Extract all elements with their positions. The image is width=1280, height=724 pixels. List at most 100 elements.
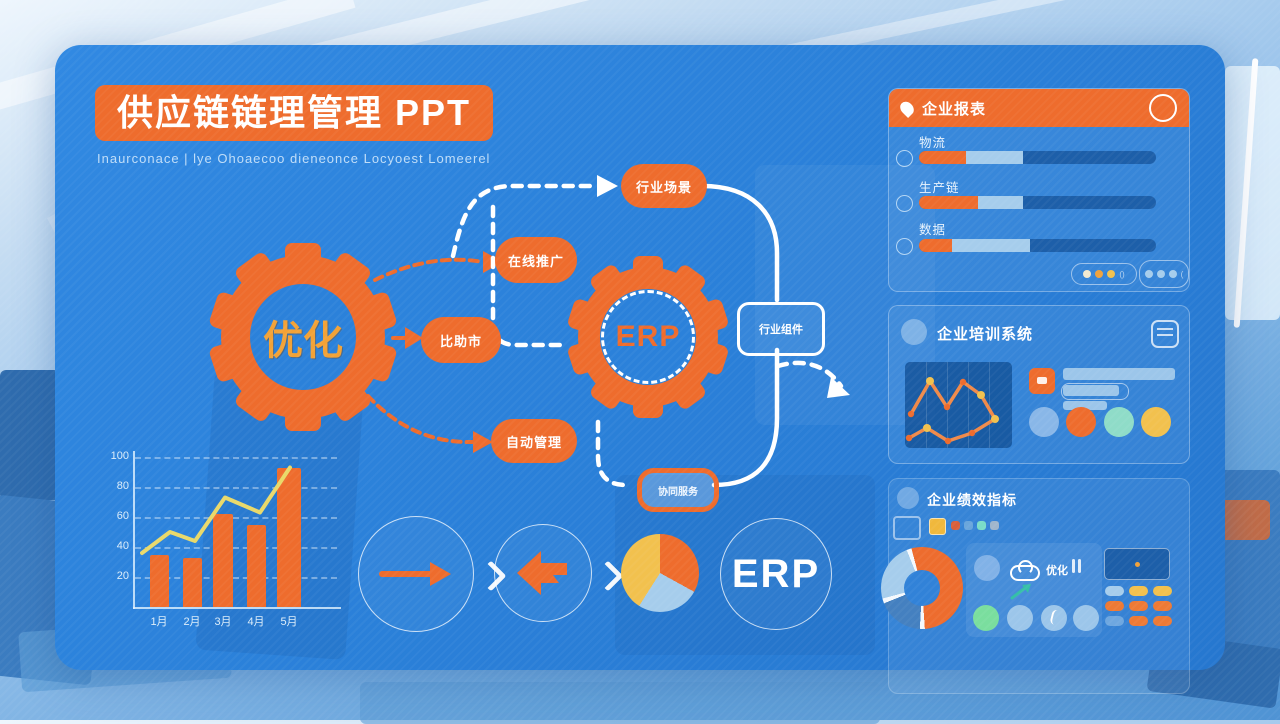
legend-circle [1066, 407, 1096, 437]
swatch-yellow [929, 518, 946, 535]
status-pill [1105, 586, 1124, 596]
circle-arrow-right [358, 516, 474, 632]
grid [926, 362, 927, 448]
y-axis [133, 451, 135, 609]
gridline [135, 487, 337, 489]
erp-label: ERP [731, 551, 821, 596]
kpi-card: 企业绩效指标 优化 [881, 478, 1190, 694]
status-pill [1129, 601, 1148, 611]
title-badge: 供应链链理管理 PPT [95, 85, 494, 141]
bar-month-2 [183, 557, 202, 607]
mini-line-chart [905, 362, 1012, 448]
swatch [951, 521, 960, 530]
legend-circle [1104, 407, 1134, 437]
gridline [135, 457, 337, 459]
badge-icon [897, 98, 917, 118]
flow-pill-lower: 自动管理 [491, 419, 577, 463]
app-tile-icon [1029, 368, 1055, 394]
ring-icon [1149, 94, 1177, 122]
flow-connectors [366, 175, 850, 488]
status-circle [1073, 605, 1099, 631]
donut-chart [881, 547, 963, 629]
status-pill [1105, 601, 1124, 611]
pie-chart [621, 534, 699, 612]
list-bar-outline [1061, 383, 1129, 400]
desk-shape [360, 682, 880, 724]
dashed-ring [601, 290, 695, 384]
x-axis [133, 607, 341, 609]
status-circle [1007, 605, 1033, 631]
flow-pill-upper: 在线推广 [495, 237, 577, 283]
gear-optimize: 优化 [203, 237, 403, 437]
progress-label: 数据 [919, 223, 947, 237]
y-tick: 20 [116, 570, 129, 582]
x-tick: 2月 [183, 616, 201, 628]
report-card: 企业报表 物流 生产链 数据 () ( [888, 88, 1190, 292]
report-card-header: 企业报表 [889, 89, 1189, 127]
bar-glyph [1072, 559, 1075, 573]
status-circle [973, 605, 999, 631]
dot-indicator-pill: ( [1139, 260, 1189, 288]
gear-core: 优化 [250, 284, 356, 390]
circle-arrow-left [494, 524, 592, 622]
bar-month-4 [247, 524, 266, 607]
gear-optimize-label: 优化 [263, 319, 343, 363]
progress-bar [919, 196, 1156, 209]
arrow-left-icon [517, 551, 567, 595]
report-card-title: 企业报表 [922, 100, 987, 118]
list-bar [1063, 368, 1175, 380]
flow-pill-middle: 比助市 [421, 317, 501, 363]
status-pill [1153, 601, 1172, 611]
swatch [977, 521, 986, 530]
list-icon [1151, 320, 1179, 348]
training-card: 企业培训系统 [888, 305, 1190, 464]
monitor-shape [0, 370, 60, 500]
circle-erp: ERP [720, 518, 832, 630]
gridline [135, 577, 337, 579]
arrow-right-icon [379, 562, 451, 586]
kpi-tool-panel: 优化 [966, 543, 1102, 637]
progress-bar [919, 151, 1156, 164]
device-screen [1104, 548, 1170, 580]
bar-month-1 [150, 554, 169, 607]
stat-ring-icon [896, 195, 913, 212]
y-tick: 40 [116, 540, 129, 552]
status-pill [1105, 616, 1124, 626]
stat-ring-icon [896, 238, 913, 255]
flow-pill-top: 行业场景 [621, 164, 707, 208]
bullet-circle-icon [897, 487, 919, 509]
bullet-circle-icon [901, 319, 927, 345]
bar-month-3 [213, 514, 233, 607]
gridline [135, 547, 337, 549]
bar-glyph [1078, 559, 1081, 573]
legend-circle [1141, 407, 1171, 437]
tool-circle-icon [974, 555, 1000, 581]
status-pill [1129, 586, 1148, 596]
gridline [135, 517, 337, 519]
swatch [990, 521, 999, 530]
list-bar [1063, 385, 1119, 396]
x-tick: 5月 [280, 616, 298, 628]
status-pill [1129, 616, 1148, 626]
gear-erp: ERP [558, 247, 738, 427]
x-tick: 1月 [150, 616, 168, 628]
grid [968, 362, 969, 448]
stat-ring-icon [896, 150, 913, 167]
donut-hole [904, 570, 940, 606]
main-slide-panel: 供应链链理管理 PPT Inaurconace | lye Ohoaecoo d… [55, 45, 1225, 694]
bar-chart: 100 80 60 40 20 1月 2月 3月 4月 5月 [109, 443, 359, 628]
grid [989, 362, 990, 448]
bar-month-5 [277, 467, 301, 607]
progress-bar [919, 239, 1156, 252]
x-tick: 3月 [214, 616, 232, 628]
flow-pill-bottom: 协同服务 [637, 468, 719, 512]
x-tick: 4月 [247, 616, 265, 628]
status-pill [1153, 586, 1172, 596]
frame-icon [893, 516, 921, 540]
status-pill [1153, 616, 1172, 626]
legend-circle [1029, 407, 1059, 437]
list-bar [1063, 401, 1107, 410]
flow-box-component: 行业组件 [737, 302, 825, 356]
status-circle-swirl [1041, 605, 1067, 631]
progress-label: 物流 [919, 136, 947, 150]
